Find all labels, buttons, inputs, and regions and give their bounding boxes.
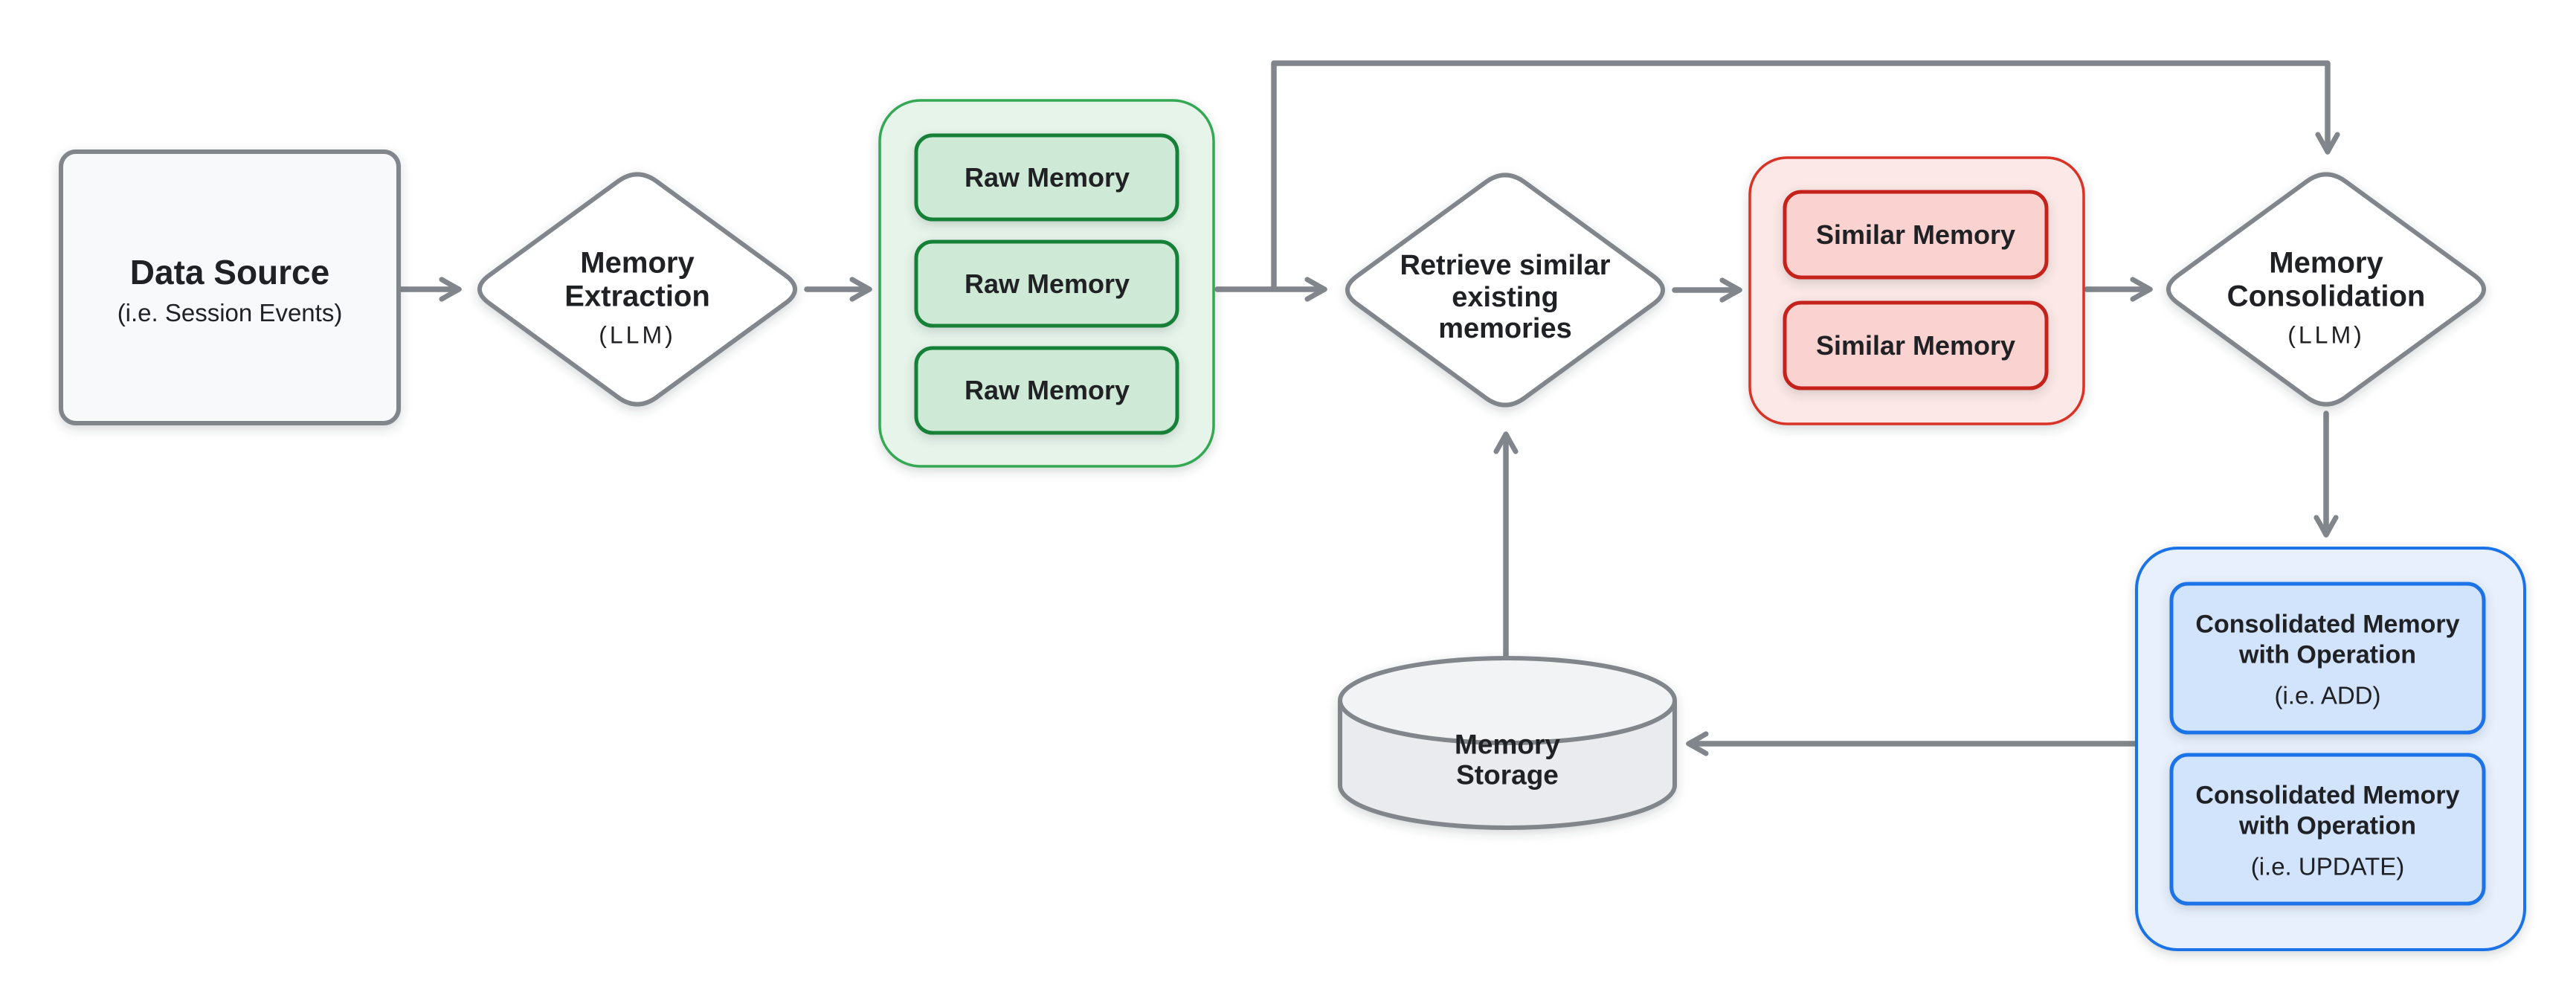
consolidated-memory-box-1 xyxy=(2169,582,2486,735)
data-source-title: Data Source xyxy=(129,252,330,292)
memory-consolidation-subtitle: (LLM) xyxy=(2287,321,2365,348)
similar-memory-label-2: Similar Memory xyxy=(1815,329,2016,361)
cylinder-top xyxy=(1338,656,1677,745)
memory-extraction-label: Memory Extraction (LLM) xyxy=(564,246,710,348)
memory-storage-label: Memory Storage xyxy=(1455,729,1560,791)
raw-memory-box-3 xyxy=(914,346,1179,435)
consolidated-memory-op-add: (i.e. ADD) xyxy=(2274,681,2381,709)
memory-storage-cylinder xyxy=(1338,656,1677,830)
arrow-rawmemories-to-consolidation xyxy=(1271,60,2340,290)
raw-memory-label-2: Raw Memory xyxy=(964,268,1130,299)
raw-memory-box-1 xyxy=(914,133,1179,222)
memory-extraction-subtitle: (LLM) xyxy=(599,321,676,348)
memory-consolidation-label: Memory Consolidation (LLM) xyxy=(2226,246,2426,348)
retrieve-memories-label: Retrieve similar existing memories xyxy=(1400,250,1611,345)
raw-memory-box-2 xyxy=(914,239,1179,328)
similar-memory-box-1 xyxy=(1783,190,2049,280)
similar-memory-box-2 xyxy=(1783,300,2049,390)
consolidated-memory-label-1: Consolidated Memory with Operation (i.e.… xyxy=(2195,610,2460,709)
data-source-box xyxy=(59,149,401,425)
consolidated-memory-op-update: (i.e. UPDATE) xyxy=(2250,852,2405,881)
data-source-label: Data Source (i.e. Session Events) xyxy=(117,252,343,326)
consolidated-memory-label-2: Consolidated Memory with Operation (i.e.… xyxy=(2195,781,2460,881)
similar-memory-label-1: Similar Memory xyxy=(1815,219,2016,250)
data-source-subtitle: (i.e. Session Events) xyxy=(117,298,343,326)
raw-memory-label-3: Raw Memory xyxy=(964,374,1130,405)
connectors xyxy=(397,60,2340,756)
raw-memory-label-1: Raw Memory xyxy=(964,161,1130,193)
consolidated-memory-box-2 xyxy=(2169,753,2486,906)
